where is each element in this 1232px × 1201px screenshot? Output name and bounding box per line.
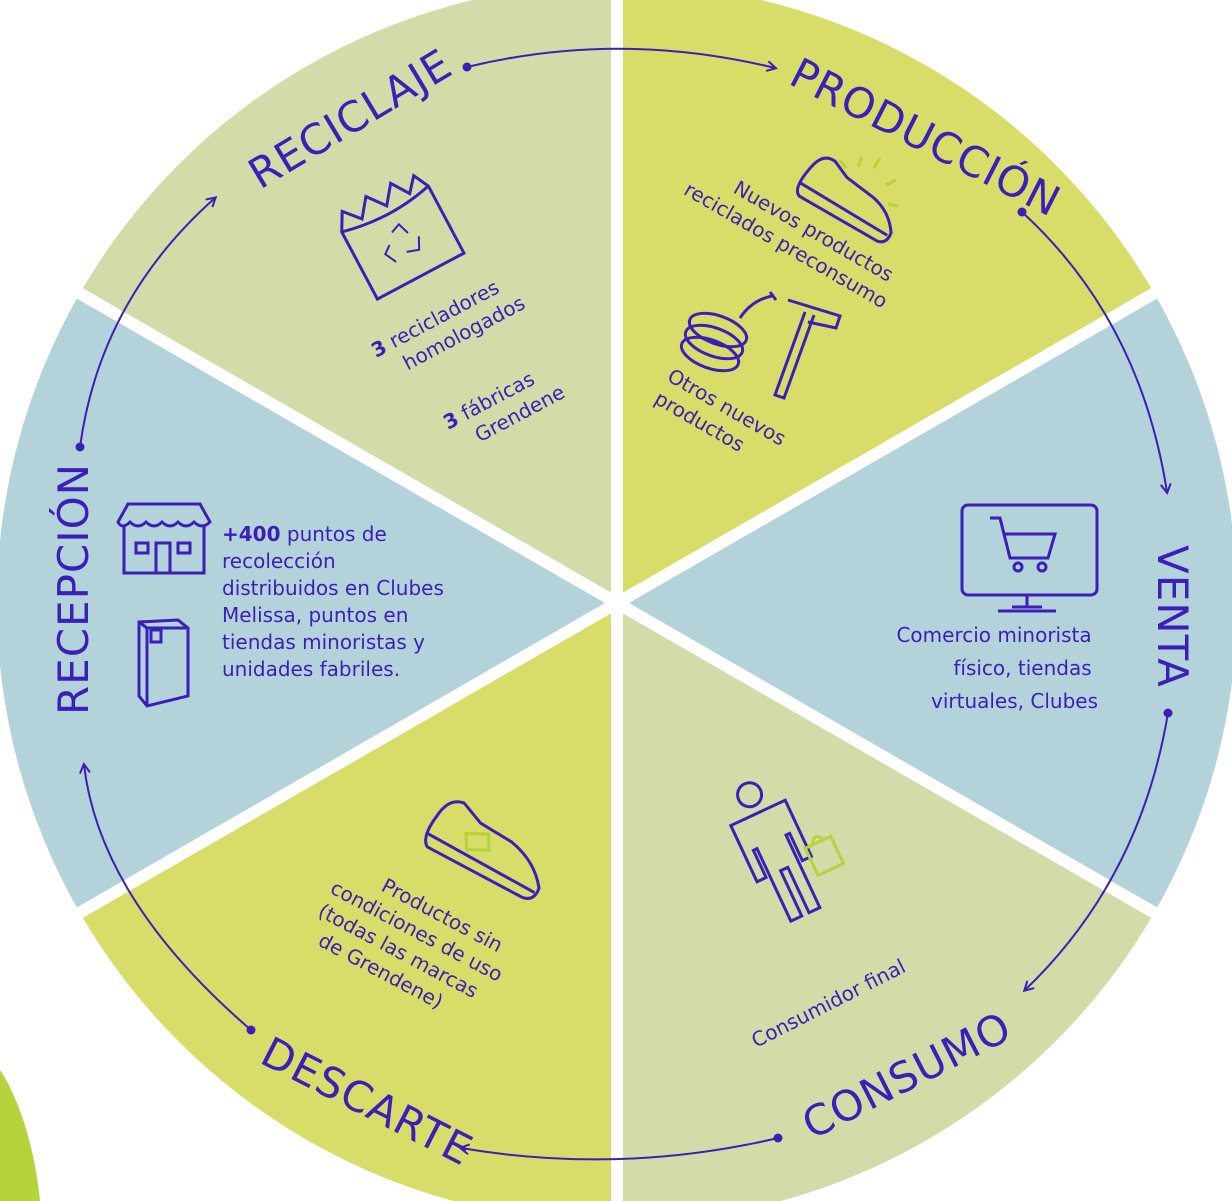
segment-venta xyxy=(617,293,1232,913)
decorative-blob xyxy=(0,1070,40,1201)
new-shoe-icon xyxy=(795,156,893,244)
recepcion-line4: Melissa, puntos en xyxy=(222,603,409,627)
hose-and-hammer-icon xyxy=(679,291,842,400)
collection-bin-icon xyxy=(137,618,190,708)
recycle-material-icon xyxy=(340,173,467,302)
stage-label-recepcion: RECEPCIÓN xyxy=(48,463,98,715)
store-icon xyxy=(116,502,212,575)
recepcion-number: +400 xyxy=(222,522,281,546)
recepcion-line2: recolección xyxy=(222,549,336,573)
segment-reciclaje xyxy=(80,0,617,603)
recepcion-text: +400 puntos de recolección distribuidos … xyxy=(222,521,492,683)
shopping-cart-monitor-icon xyxy=(960,503,1099,613)
venta-text: Comercio minorista físico, tiendas virtu… xyxy=(896,623,1098,713)
segment-produccion xyxy=(617,0,1154,603)
recepcion-line1: puntos de xyxy=(286,522,387,546)
segment-consumo xyxy=(617,603,1154,1201)
recepcion-line6: unidades fabriles. xyxy=(222,657,401,681)
segment-dividers xyxy=(71,0,1163,1201)
segment-recepcion xyxy=(0,293,617,913)
cycle-arrows xyxy=(75,47,1173,1161)
recepcion-line3: distribuidos en Clubes xyxy=(222,576,444,600)
stage-label-venta: VENTA xyxy=(1148,545,1197,688)
recepcion-line5: tiendas minoristas y xyxy=(222,630,425,654)
worn-shoe-icon xyxy=(424,800,541,900)
segment-descarte xyxy=(80,603,617,1201)
shoe-sparkle-icon xyxy=(838,156,899,208)
consumer-with-bag-icon xyxy=(728,781,846,924)
